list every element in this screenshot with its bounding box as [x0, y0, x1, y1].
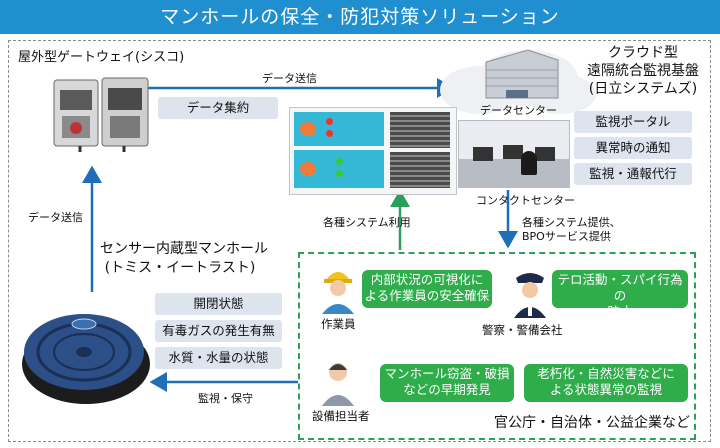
manhole-cover-icon [22, 314, 150, 404]
systems-use-label: 各種システム利用 [323, 216, 411, 229]
worker-icon [322, 272, 354, 314]
benefit-worker-safety: 内部状況の可視化に よる作業員の安全確保 [362, 270, 492, 308]
dashboard-panel-2 [294, 150, 384, 188]
benefit-terror-prevention: テロ活動・スパイ行為の 防止 [552, 270, 688, 319]
service-portal: 監視ポータル [574, 111, 692, 133]
data-aggregation-box: データ集約 [158, 97, 278, 119]
dashboard-table-2 [390, 152, 450, 188]
service-alert: 異常時の通知 [574, 137, 692, 159]
gateway-title: 屋外型ゲートウェイ(シスコ) [18, 50, 185, 65]
manhole-item-water: 水質・水量の状態 [155, 347, 282, 369]
manhole-title-1: センサー内蔵型マンホール [100, 241, 268, 257]
dashboard-panel-1 [294, 112, 384, 146]
manhole-item-open-state: 開閉状態 [155, 293, 282, 315]
datacenter-building-icon [485, 49, 559, 99]
agencies-footer-label: 官公庁・自治体・公益企業など [494, 415, 690, 431]
police-icon [514, 273, 546, 318]
service-monitoring-proxy: 監視・通報代行 [574, 163, 692, 185]
cloud-title-3: (日立システムズ) [588, 81, 698, 97]
systems-provide-label-1: 各種システム提供、 [522, 216, 621, 229]
agencies-frame [298, 252, 696, 440]
facility-staff-icon [322, 363, 354, 406]
manhole-item-toxic-gas: 有毒ガスの発生有無 [155, 320, 282, 342]
gateway-device-icon [53, 77, 149, 152]
cloud-title-1: クラウド型 [608, 45, 678, 61]
datacenter-label: データセンター [480, 104, 557, 117]
page-title: マンホールの保全・防犯対策ソリューション [0, 0, 720, 34]
dashboard-table-1 [390, 112, 450, 148]
cloud-title-2: 遠隔統合監視基盤 [587, 63, 699, 79]
systems-provide-label-2: BPOサービス提供 [522, 230, 611, 243]
facility-staff-label: 設備担当者 [312, 409, 370, 423]
contact-center-label: コンタクトセンター [476, 194, 575, 207]
dashboard-screenshot [289, 107, 457, 195]
manhole-title-2: (トミス・イートラスト) [104, 260, 256, 276]
monitor-maint-label: 監視・保守 [198, 392, 253, 405]
data-send-top-label: データ送信 [262, 72, 317, 85]
police-label: 警察・警備会社 [482, 323, 563, 337]
benefit-deterioration-monitoring: 老朽化・自然災害などに よる状態異常の監視 [524, 364, 688, 402]
benefit-theft-detection: マンホール窃盗・破損 などの早期発見 [380, 364, 514, 402]
worker-label: 作業員 [321, 317, 356, 331]
outer-frame [8, 40, 711, 442]
contact-center-photo [458, 120, 570, 188]
data-send-left-label: データ送信 [28, 211, 83, 224]
